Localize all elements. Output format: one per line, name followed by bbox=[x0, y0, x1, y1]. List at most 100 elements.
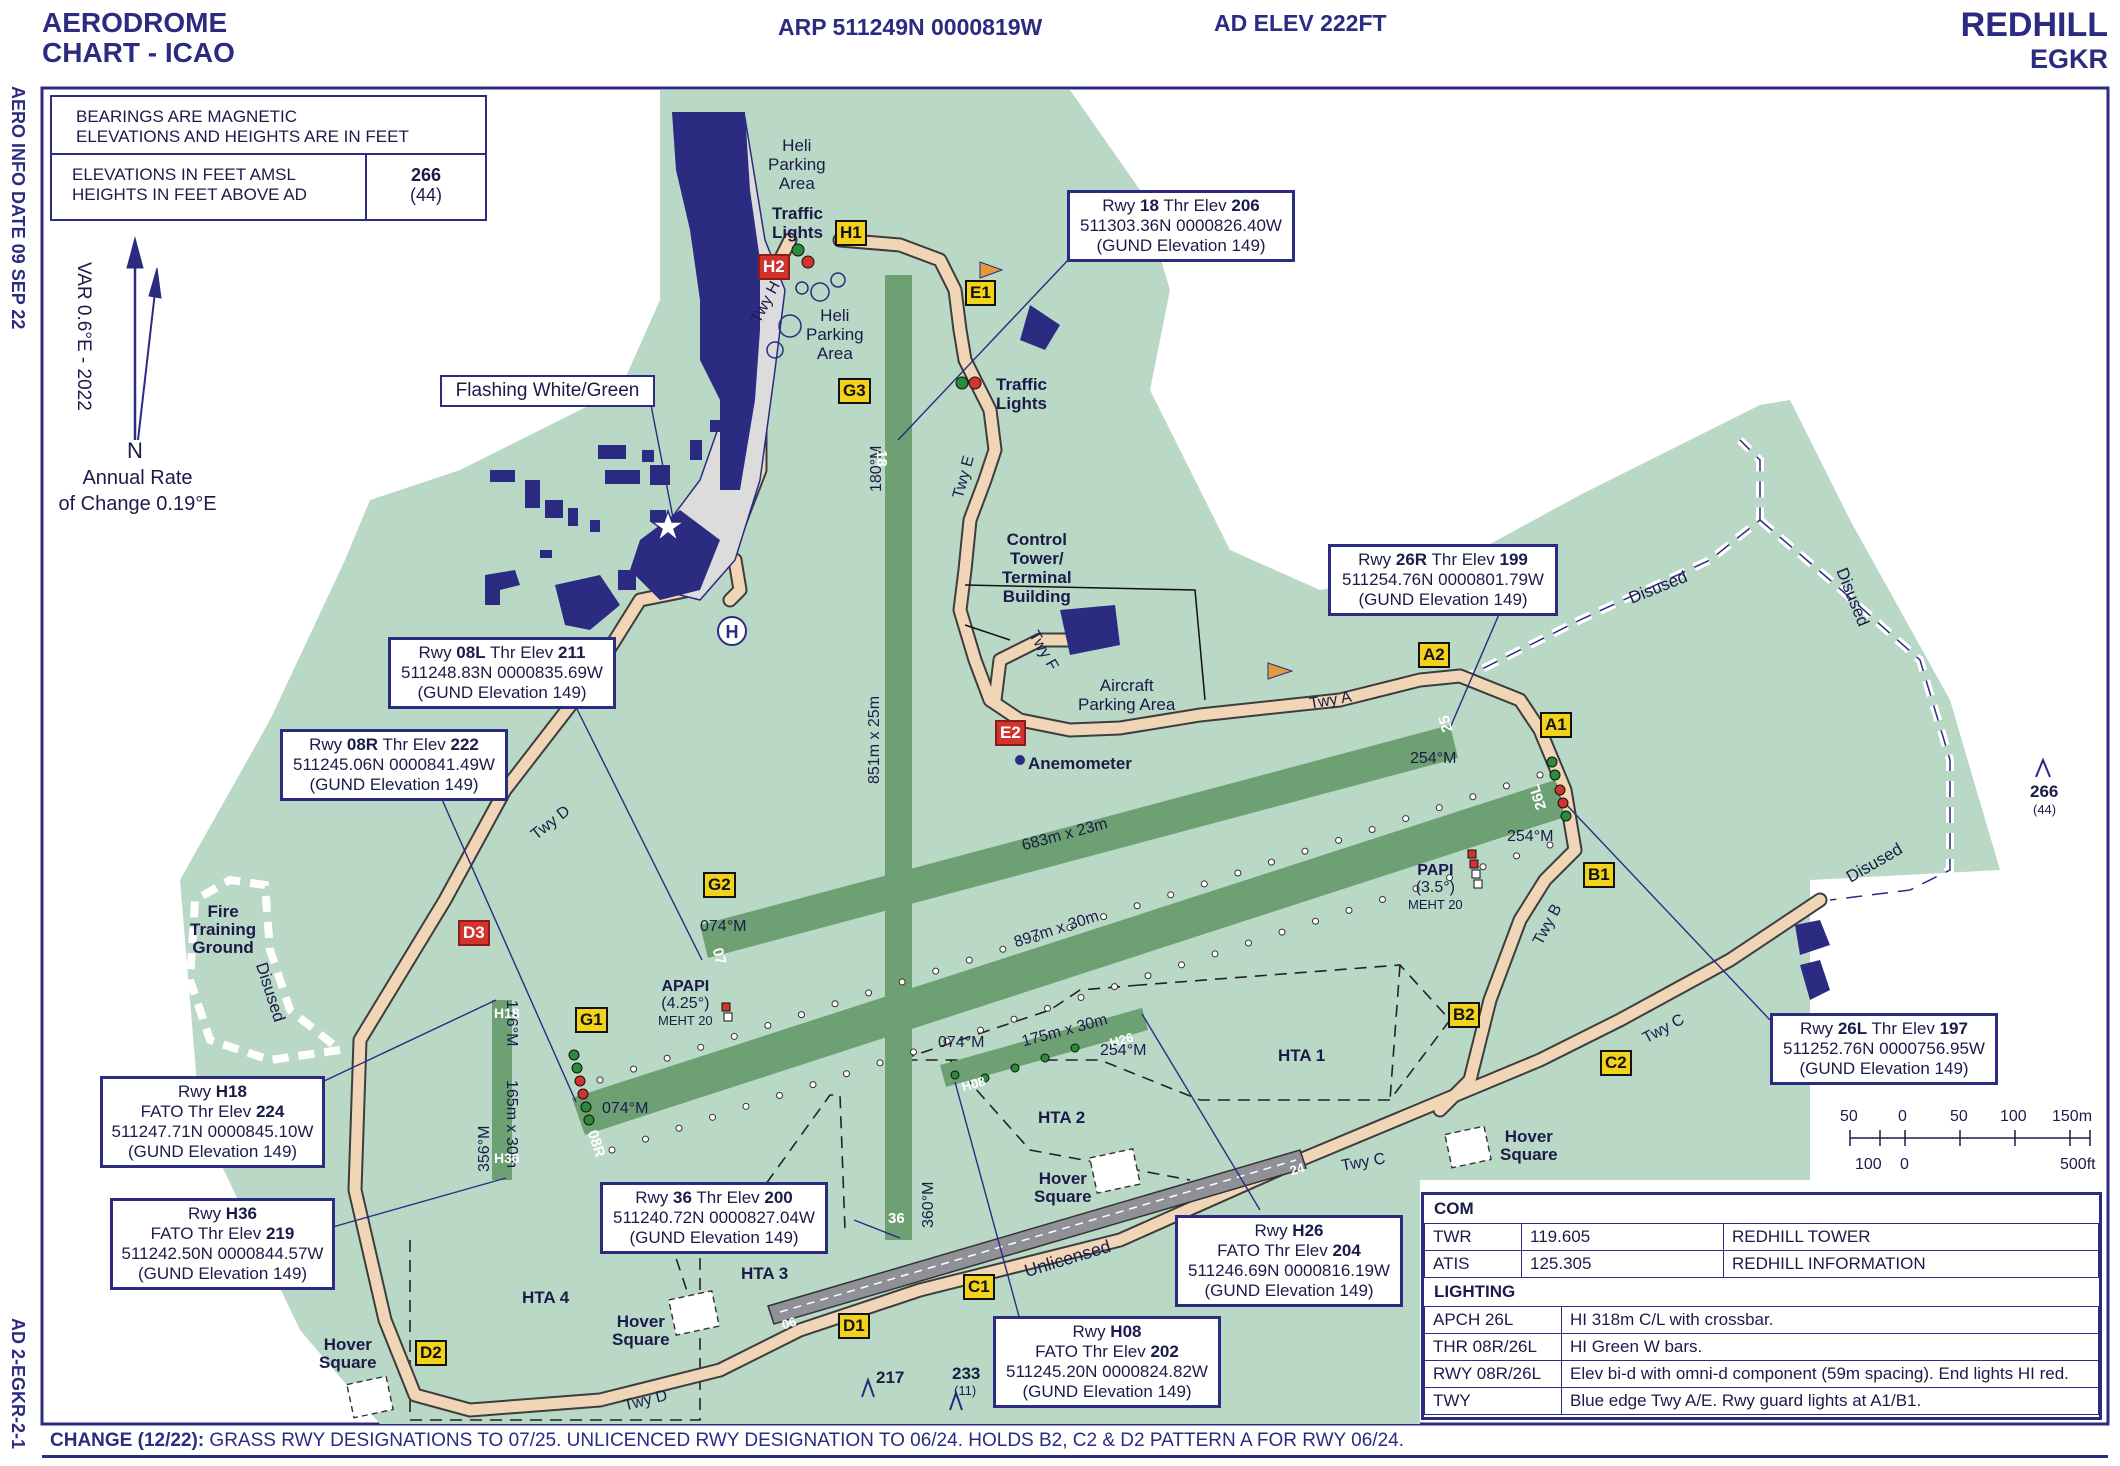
notes-header: BEARINGS ARE MAGNETIC ELEVATIONS AND HEI… bbox=[52, 97, 485, 155]
edge-light bbox=[1345, 906, 1353, 914]
callout-rwy-h08: Rwy H08 FATO Thr Elev 202 511245.20N 000… bbox=[993, 1316, 1221, 1408]
change-note: CHANGE (12/22): GRASS RWY DESIGNATIONS T… bbox=[50, 1430, 1404, 1452]
edge-light bbox=[999, 945, 1007, 953]
page-reference: AD 2-EGKR-2-1 bbox=[8, 1318, 28, 1450]
rwy-26l-coord: 511252.76N 0000756.95W bbox=[1783, 1039, 1985, 1058]
north-letter: N bbox=[127, 438, 143, 463]
callout-leaders bbox=[321, 257, 1771, 1321]
icao-code: EGKR bbox=[2029, 44, 2108, 74]
holding-point-a1: A1 bbox=[1540, 712, 1572, 738]
edge-light bbox=[1502, 782, 1510, 790]
edge-light bbox=[1536, 771, 1544, 779]
spot-elevation-217: 217 bbox=[876, 1368, 905, 1387]
callout-rwy-08r: Rwy 08R Thr Elev 222 511245.06N 0000841.… bbox=[280, 729, 508, 801]
rwy-h18-coord: 511247.71N 0000845.10W bbox=[111, 1122, 314, 1141]
edge-light bbox=[1402, 815, 1410, 823]
holding-point-e1: E1 bbox=[965, 280, 996, 306]
svg-text:H: H bbox=[726, 622, 739, 642]
rwy-08l-gund: (GUND Elevation 149) bbox=[417, 683, 587, 702]
runway-h18-h36 bbox=[492, 1000, 512, 1180]
rwy-36-bearing: 360°M bbox=[920, 1181, 937, 1228]
edge-light bbox=[932, 967, 940, 975]
edge-light bbox=[1435, 804, 1443, 812]
rwy-36-gund: (GUND Elevation 149) bbox=[629, 1228, 799, 1247]
rwy-08r-bearing: 074°M bbox=[602, 1100, 649, 1117]
rwy-h36-elev: 219 bbox=[265, 1224, 295, 1243]
rwy-h26-designator: H26 bbox=[1292, 1221, 1324, 1240]
callout-rwy-26l: Rwy 26L Thr Elev 197 511252.76N 0000756.… bbox=[1770, 1013, 1998, 1085]
annual-rate-line1: Annual Rate bbox=[82, 467, 193, 489]
rwy-h26-bearing: 254°M bbox=[1100, 1042, 1147, 1059]
edge-light bbox=[1211, 950, 1219, 958]
rwy-18-designator: 18 bbox=[1140, 196, 1159, 215]
scale-ft-2: 500ft bbox=[2060, 1156, 2096, 1173]
scale-ft-0: 100 bbox=[1855, 1156, 1882, 1173]
edge-light bbox=[1301, 847, 1309, 855]
com-row: TWR 119.605 REDHILL TOWER bbox=[1424, 1223, 2099, 1251]
spot-height-44: (44) bbox=[2033, 802, 2057, 817]
edge-light bbox=[1178, 961, 1185, 969]
edge-light bbox=[843, 1070, 850, 1078]
edge-light bbox=[663, 1054, 671, 1062]
edge-light bbox=[943, 1037, 951, 1045]
rwy-08r-gund: (GUND Elevation 149) bbox=[309, 775, 479, 794]
hta3-label: HTA 3 bbox=[741, 1264, 789, 1283]
rwy-h08-elev: 202 bbox=[1150, 1342, 1179, 1361]
runway-06-24-centerline bbox=[779, 1159, 1297, 1313]
aerodrome-name-text: REDHILL bbox=[1960, 6, 2108, 44]
holding-point-g3: G3 bbox=[838, 378, 871, 404]
annual-rate-line2: of Change 0.19°E bbox=[58, 493, 217, 515]
edge-light bbox=[1010, 1015, 1018, 1023]
edge-light bbox=[1278, 928, 1286, 936]
rwy-h26-elev: 204 bbox=[1332, 1241, 1361, 1260]
rwy-number-h36: H36 bbox=[494, 1150, 520, 1166]
scale-m-1: 0 bbox=[1898, 1108, 1907, 1125]
edge-light bbox=[764, 1022, 772, 1030]
runway-edge-lights bbox=[596, 771, 1554, 1154]
edge-light bbox=[1379, 895, 1386, 903]
rwy-18-gund: (GUND Elevation 149) bbox=[1096, 236, 1266, 255]
edge-light bbox=[1312, 917, 1319, 925]
edge-light bbox=[608, 1146, 616, 1154]
spot-height-11: (11) bbox=[954, 1383, 977, 1398]
anemometer-label: Anemometer bbox=[1028, 754, 1132, 773]
rwy-07-bearing: 074°M bbox=[700, 918, 747, 935]
holding-point-e2: E2 bbox=[995, 720, 1026, 746]
holding-point-h2: H2 bbox=[758, 254, 790, 280]
holding-point-g1: G1 bbox=[575, 1007, 608, 1033]
callout-rwy-26r: Rwy 26R Thr Elev 199 511254.76N 0000801.… bbox=[1328, 544, 1558, 616]
edge-light bbox=[809, 1081, 817, 1089]
rwy-number-18: 18 bbox=[873, 450, 890, 467]
aerodrome-elevation: AD ELEV 222FT bbox=[1214, 10, 1387, 36]
spot-elevation-266: 266 bbox=[2030, 782, 2059, 801]
rwy-h36-gund: (GUND Elevation 149) bbox=[137, 1264, 308, 1283]
edge-light bbox=[642, 1135, 649, 1143]
disused-east-loop-edge bbox=[1459, 439, 1951, 901]
change-text: GRASS RWY DESIGNATIONS TO 07/25. UNLICEN… bbox=[204, 1430, 1404, 1451]
spot-elevation-233: 233 bbox=[952, 1364, 981, 1383]
edge-light bbox=[1234, 869, 1242, 877]
rwy-number-36: 36 bbox=[888, 1210, 905, 1227]
notes-box: BEARINGS ARE MAGNETIC ELEVATIONS AND HEI… bbox=[50, 95, 487, 221]
edge-light bbox=[1446, 874, 1453, 882]
com-row: ATIS 125.305 REDHILL INFORMATION bbox=[1424, 1250, 2099, 1278]
grass-runways bbox=[492, 275, 1565, 1240]
holding-point-b2: B2 bbox=[1448, 1002, 1480, 1028]
scale-m-3: 100 bbox=[2000, 1108, 2027, 1125]
edge-light bbox=[831, 1000, 839, 1008]
rwy-26l-designator: 26L bbox=[1837, 1019, 1868, 1038]
heli-parking-circles bbox=[766, 272, 846, 359]
edge-light bbox=[1111, 983, 1118, 991]
com-lighting-panel: COM TWR 119.605 REDHILL TOWER ATIS 125.3… bbox=[1421, 1192, 2102, 1420]
notes-values: ELEVATIONS IN FEET AMSL HEIGHTS IN FEET … bbox=[52, 155, 485, 219]
aerodrome-name: REDHILL EGKR bbox=[1961, 8, 2108, 76]
elevation-label: ELEVATIONS IN FEET AMSL bbox=[72, 165, 296, 184]
north-arrow bbox=[126, 236, 162, 441]
edge-light bbox=[1469, 793, 1477, 801]
